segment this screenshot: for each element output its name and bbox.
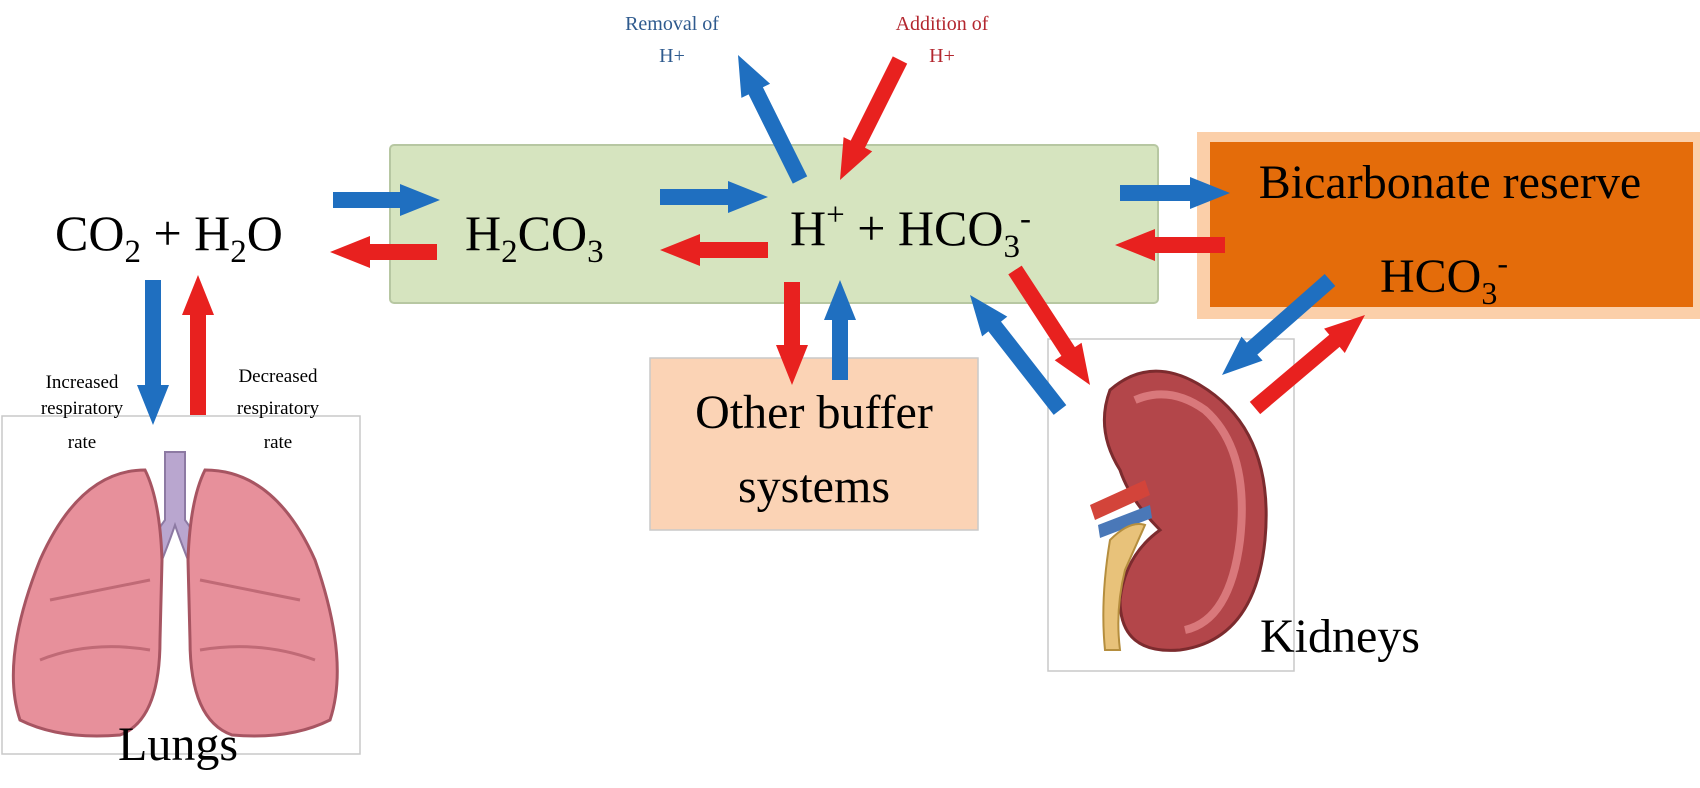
buffer-line2: systems — [738, 460, 890, 513]
addition-line2: H+ — [929, 45, 955, 67]
buffer-to-h-arrow — [824, 280, 856, 380]
co2-to-h2co3-arrow — [333, 184, 440, 216]
buffer-line1: Other buffer — [695, 386, 933, 439]
increased-line2: respiratory — [41, 398, 124, 419]
carbonic-acid-box — [389, 144, 1159, 304]
addition-arrow — [840, 56, 908, 180]
bicarbonate-hco3: HCO3- — [1380, 245, 1508, 311]
increased-line3: rate — [68, 432, 96, 453]
decreased-line2: respiratory — [237, 398, 320, 419]
addition-line1: Addition of — [896, 13, 989, 35]
h2co3-to-co2-arrow — [330, 236, 437, 268]
bicarbonate-title: Bicarbonate reserve — [1259, 156, 1641, 209]
removal-line2: H+ — [659, 45, 685, 67]
removal-arrow — [738, 55, 808, 184]
reserve-to-hco3-arrow — [1115, 229, 1225, 261]
h2co3-to-h-arrow — [660, 181, 768, 213]
kidneys-label: Kidneys — [1260, 610, 1420, 663]
reserve-to-kidney-arrow — [1222, 274, 1336, 375]
arrows-group — [137, 55, 1365, 425]
increased-line1: Increased — [46, 372, 119, 393]
lungs-frame — [1, 415, 361, 755]
h-hco3-text: H+ + HCO3- — [790, 197, 1031, 265]
lungs-label: Lungs — [118, 718, 238, 771]
kidney-to-hco3-arrow — [970, 295, 1067, 415]
lungs-image — [11, 451, 339, 738]
h-to-h2co3-arrow — [660, 234, 768, 266]
kidney-image — [1090, 369, 1268, 652]
lungs-decreased-arrow — [182, 275, 214, 415]
decreased-line3: rate — [264, 432, 292, 453]
kidney-to-reserve-arrow — [1249, 315, 1365, 415]
co2-h2o-text: CO2 + H2O — [55, 205, 283, 270]
kidneys-frame — [1047, 338, 1295, 672]
hco3-to-reserve-arrow — [1120, 177, 1230, 209]
removal-line1: Removal of — [625, 13, 719, 35]
hco3-to-kidney-arrow — [1008, 265, 1090, 385]
bicarbonate-reserve-inner — [1210, 142, 1693, 307]
decreased-line1: Decreased — [238, 366, 318, 387]
h2co3-text: H2CO3 — [465, 205, 604, 270]
lungs-increased-arrow — [137, 280, 169, 425]
other-buffer-box — [649, 357, 979, 531]
h-to-buffer-arrow — [776, 282, 808, 385]
